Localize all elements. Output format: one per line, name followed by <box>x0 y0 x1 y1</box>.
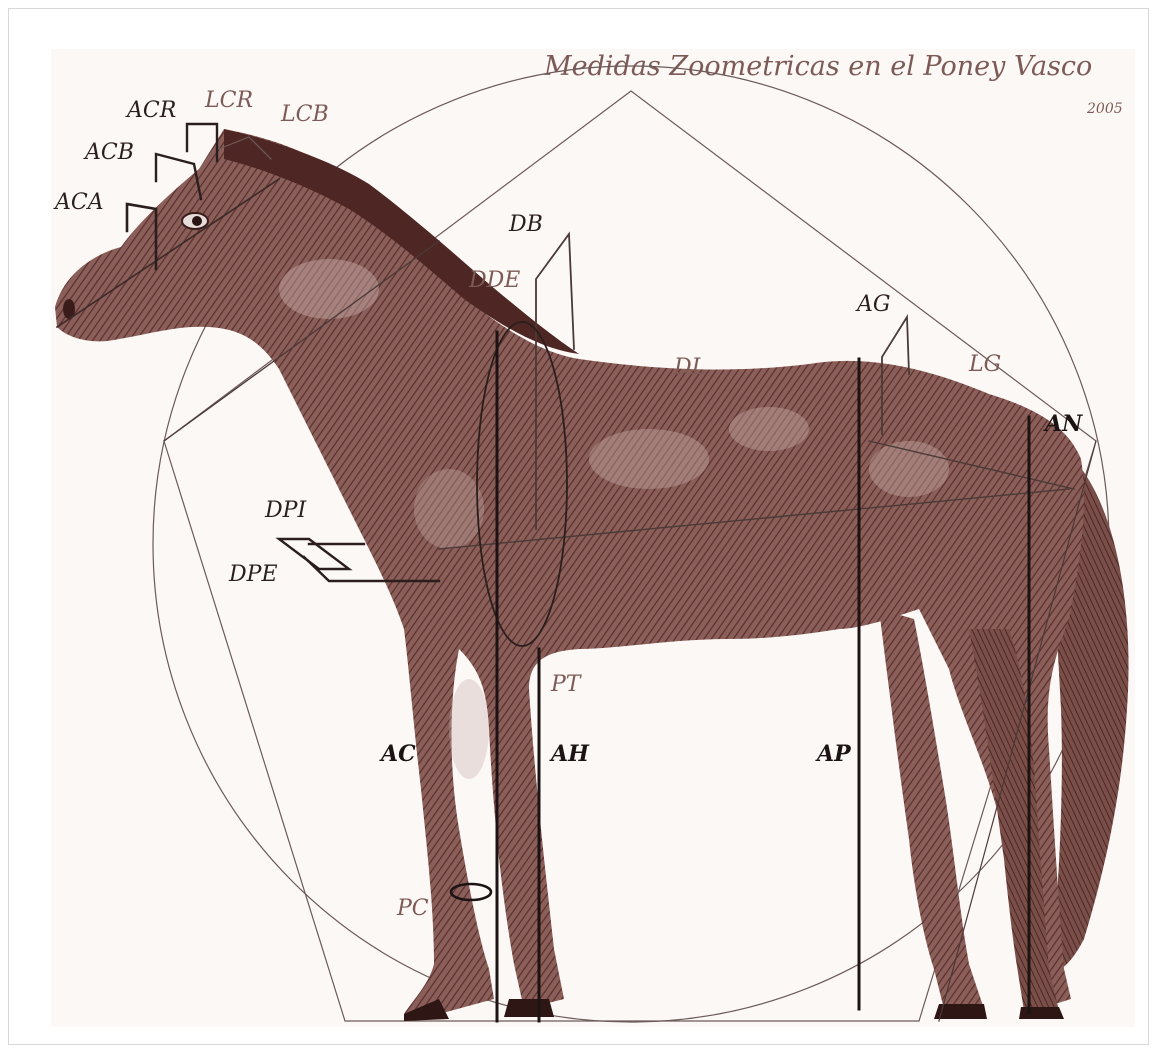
label-dde: DDE <box>468 268 520 293</box>
label-acb: ACB <box>83 140 134 165</box>
label-dl: DL <box>673 355 706 380</box>
label-ag: AG <box>855 292 890 317</box>
label-lg: LG <box>968 352 1001 377</box>
label-ap: AP <box>815 741 852 767</box>
label-lcr: LCR <box>204 88 253 113</box>
label-ah: AH <box>549 741 590 767</box>
figure-frame: Medidas Zoometricas en el Poney Vasco 20… <box>8 8 1149 1045</box>
label-lcb: LCB <box>280 102 329 127</box>
label-pt: PT <box>550 672 583 697</box>
label-db: DB <box>508 212 543 237</box>
label-dpi: DPI <box>264 498 307 523</box>
label-acr: ACR <box>125 98 176 123</box>
illustration-plate: Medidas Zoometricas en el Poney Vasco 20… <box>51 49 1135 1027</box>
horse-measurement-diagram: Medidas Zoometricas en el Poney Vasco 20… <box>51 49 1135 1027</box>
horse-illustration <box>55 129 1129 1021</box>
label-aca: ACA <box>53 190 104 215</box>
label-dpe: DPE <box>228 562 278 587</box>
diagram-year: 2005 <box>1086 101 1123 117</box>
label-an: AN <box>1043 411 1083 437</box>
label-pc: PC <box>396 896 429 921</box>
label-ac: AC <box>379 741 416 767</box>
